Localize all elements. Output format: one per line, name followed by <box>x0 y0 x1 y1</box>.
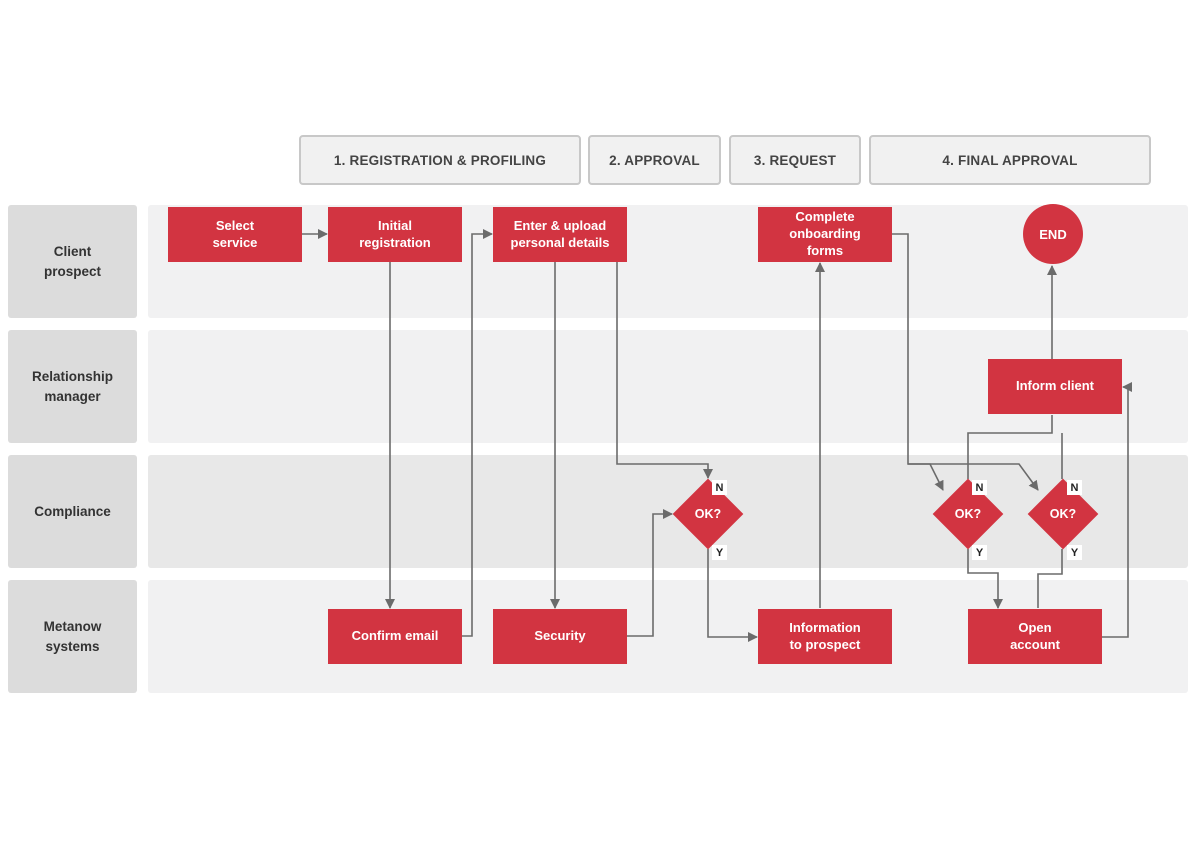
phase-request: 3. REQUEST <box>729 135 861 185</box>
connector-security-to-decision1 <box>627 509 673 637</box>
step-enter-upload-details: Enter & upload personal details <box>493 207 627 262</box>
lane-client-prospect <box>148 205 1188 318</box>
step-select-service: Select service <box>168 207 302 262</box>
lane-label-metanow-systems: Metanow systems <box>8 580 137 693</box>
connector-forms-to-decision2 <box>892 233 944 491</box>
lane-label-relationship-manager: Relationship manager <box>8 330 137 443</box>
step-security: Security <box>493 609 627 664</box>
connector-inform-loop <box>967 415 1053 479</box>
phase-final-approval: 4. FINAL APPROVAL <box>869 135 1151 185</box>
connector-open-to-decision3 <box>1037 549 1063 608</box>
decision-label: OK? <box>694 507 722 521</box>
lane-label-compliance: Compliance <box>8 455 137 568</box>
step-inform-client: Inform client <box>988 359 1122 414</box>
connector-confirm-to-enter <box>462 229 493 637</box>
phase-approval: 2. APPROVAL <box>588 135 721 185</box>
decision-final-2-yes-tag: Y <box>1067 545 1082 560</box>
lane-label-client-prospect: Client prospect <box>8 205 137 318</box>
step-information-to-prospect: Information to prospect <box>758 609 892 664</box>
decision-final-2: OK? <box>1027 478 1099 550</box>
step-open-account: Open account <box>968 609 1102 664</box>
decision-label: OK? <box>954 507 982 521</box>
decision-approval-no-tag: N <box>712 480 727 495</box>
step-complete-onboarding-forms: Complete onboarding forms <box>758 207 892 262</box>
connector-decision2-to-open <box>967 549 1003 609</box>
decision-final-1-yes-tag: Y <box>972 545 987 560</box>
step-initial-registration: Initial registration <box>328 207 462 262</box>
end-terminal: END <box>1023 204 1083 264</box>
connector-open-to-inform <box>1102 382 1132 638</box>
step-confirm-email: Confirm email <box>328 609 462 664</box>
decision-final-1-no-tag: N <box>972 480 987 495</box>
decision-final-1: OK? <box>932 478 1004 550</box>
phase-registration-profiling: 1. REGISTRATION & PROFILING <box>299 135 581 185</box>
connector-forms-to-decision3 <box>908 463 1039 491</box>
decision-final-2-no-tag: N <box>1067 480 1082 495</box>
decision-label: OK? <box>1049 507 1077 521</box>
connector-decision1-to-info <box>707 549 758 642</box>
decision-approval: OK? <box>672 478 744 550</box>
decision-approval-yes-tag: Y <box>712 545 727 560</box>
connector-enter-to-decision1 <box>616 262 713 479</box>
